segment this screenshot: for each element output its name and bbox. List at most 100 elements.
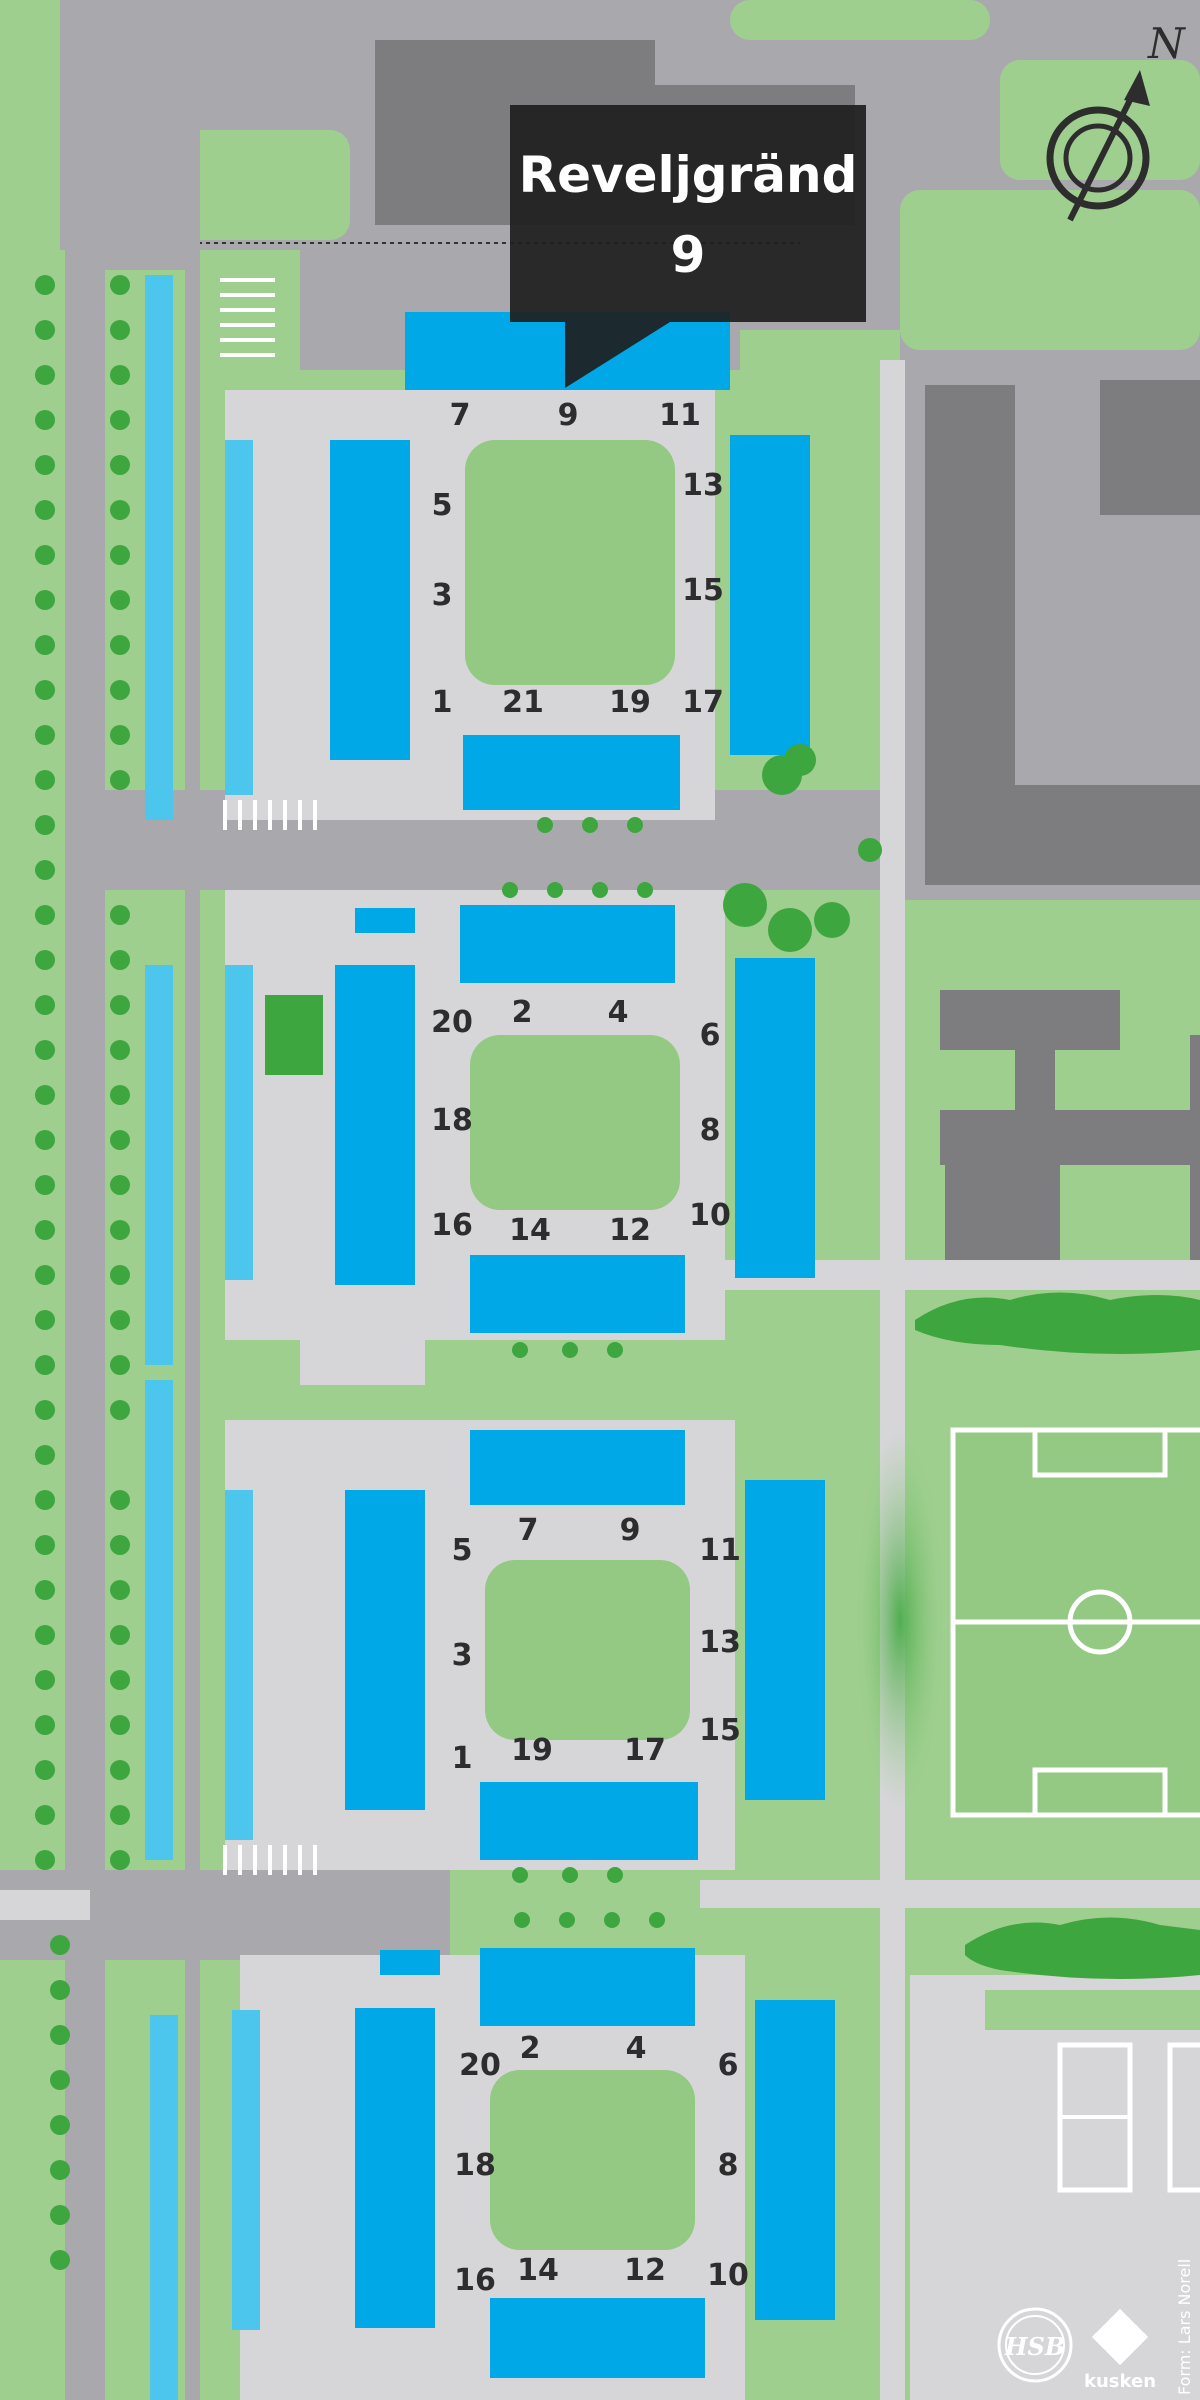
block-2-address-20: 20 bbox=[431, 1005, 473, 1040]
block-1-address-17: 17 bbox=[682, 685, 724, 720]
right-building-5 bbox=[940, 1110, 1200, 1165]
garage-6[interactable] bbox=[225, 965, 253, 1280]
small-shed-2[interactable] bbox=[380, 1950, 440, 1975]
field-penalty-bottom bbox=[1032, 1767, 1168, 1818]
right-building-2 bbox=[1015, 785, 1200, 885]
right-building-1 bbox=[925, 385, 1015, 885]
block-4-address-6: 6 bbox=[718, 2048, 739, 2083]
tree-row-right-2 bbox=[965, 1917, 1200, 1979]
field-penalty-top bbox=[1032, 1427, 1168, 1478]
block-1-address-15: 15 bbox=[682, 573, 724, 608]
right-building-4 bbox=[940, 990, 1120, 1050]
form-credit: Form: Lars Norell bbox=[1175, 2259, 1194, 2395]
cross-road-2b bbox=[0, 1890, 90, 1920]
playground[interactable] bbox=[265, 995, 323, 1075]
top-lawn-4 bbox=[900, 190, 1200, 350]
block-2-building-right[interactable] bbox=[735, 958, 815, 1278]
block-1-address-19: 19 bbox=[609, 685, 651, 720]
block-2-building-left[interactable] bbox=[335, 965, 415, 1285]
block-3 bbox=[225, 1420, 825, 1870]
block-4 bbox=[240, 1948, 835, 2400]
tree-column-left bbox=[35, 275, 130, 2270]
block-1-address-5: 5 bbox=[432, 488, 453, 523]
block-1-address-9: 9 bbox=[558, 398, 579, 433]
right-building-7 bbox=[945, 1160, 1060, 1275]
block-4-building-top[interactable] bbox=[480, 1948, 695, 2026]
compass-icon: N bbox=[1046, 19, 1186, 222]
tennis-court-2 bbox=[1167, 2042, 1200, 2193]
garage-7[interactable] bbox=[225, 1490, 253, 1840]
block-3-address-7: 7 bbox=[518, 1513, 539, 1548]
garage-3[interactable] bbox=[145, 1380, 173, 1860]
block-4-address-16: 16 bbox=[454, 2263, 496, 2298]
block-2-building-top[interactable] bbox=[460, 905, 675, 983]
field-center-circle bbox=[1067, 1589, 1133, 1655]
block-3-address-5: 5 bbox=[452, 1533, 473, 1568]
block-4-address-12: 12 bbox=[624, 2253, 666, 2288]
compass-label: N bbox=[1147, 19, 1186, 68]
right-lower-paved bbox=[910, 1975, 1200, 2400]
block-2-address-10: 10 bbox=[689, 1198, 731, 1233]
callout-number: 9 bbox=[671, 226, 706, 284]
block-4-building-bottom[interactable] bbox=[490, 2298, 705, 2378]
block-3-building-bottom[interactable] bbox=[480, 1782, 698, 1860]
block-4-building-right[interactable] bbox=[755, 2000, 835, 2320]
block-2-address-6: 6 bbox=[700, 1018, 721, 1053]
right-path-horizontal-2 bbox=[700, 1880, 1200, 1908]
block-3-address-3: 3 bbox=[452, 1638, 473, 1673]
garage-1[interactable] bbox=[145, 275, 173, 820]
block-2-address-12: 12 bbox=[609, 1213, 651, 1248]
kusken-text: kusken bbox=[1084, 2371, 1156, 2392]
block-4-address-2: 2 bbox=[520, 2031, 541, 2066]
callout-pointer bbox=[565, 322, 670, 388]
block-3-building-top[interactable] bbox=[470, 1430, 685, 1505]
block-4-address-18: 18 bbox=[454, 2148, 496, 2183]
block-3-address-9: 9 bbox=[620, 1513, 641, 1548]
block-1 bbox=[225, 312, 810, 820]
hsb-logo: HSB bbox=[997, 2307, 1073, 2383]
block-1-address-7: 7 bbox=[450, 398, 471, 433]
block-3-building-left[interactable] bbox=[345, 1490, 425, 1810]
block-3-building-right[interactable] bbox=[745, 1480, 825, 1800]
garage-4[interactable] bbox=[150, 2015, 178, 2400]
block-1-address-21: 21 bbox=[502, 685, 544, 720]
hsb-logo-text: HSB bbox=[1004, 2332, 1065, 2361]
block-3-address-11: 11 bbox=[699, 1533, 741, 1568]
block-1-address-1: 1 bbox=[432, 685, 453, 720]
right-lower-grass bbox=[985, 1990, 1200, 2030]
block-4-address-8: 8 bbox=[718, 2148, 739, 2183]
tree-clusters bbox=[502, 744, 882, 1928]
block-3-address-1: 1 bbox=[452, 1741, 473, 1776]
block-2-address-16: 16 bbox=[431, 1208, 473, 1243]
block-3-address-15: 15 bbox=[699, 1713, 741, 1748]
block-3-address-19: 19 bbox=[511, 1733, 553, 1768]
block-1-address-13: 13 bbox=[682, 468, 724, 503]
right-path-vertical bbox=[880, 360, 905, 2400]
parking-stripes bbox=[220, 278, 317, 1875]
block-4-address-20: 20 bbox=[459, 2048, 501, 2083]
address-callout[interactable]: Reveljgränd 9 bbox=[510, 105, 866, 388]
block-1-building-right[interactable] bbox=[730, 435, 810, 755]
block-1-building-bottom[interactable] bbox=[463, 735, 680, 810]
block-4-building-left[interactable] bbox=[355, 2008, 435, 2328]
block-3-address-17: 17 bbox=[624, 1733, 666, 1768]
tree-row-right-1 bbox=[915, 1292, 1200, 1354]
garage-2[interactable] bbox=[145, 965, 173, 1365]
garage-8[interactable] bbox=[232, 2010, 260, 2330]
block-2-building-bottom[interactable] bbox=[470, 1255, 685, 1333]
block-1-address-11: 11 bbox=[659, 398, 701, 433]
small-shed-1[interactable] bbox=[355, 908, 415, 933]
kusken-logo: kusken bbox=[1084, 2308, 1156, 2392]
block-2 bbox=[225, 890, 815, 1340]
top-lawn-2 bbox=[730, 0, 990, 40]
right-building-8 bbox=[1190, 1035, 1200, 1275]
block-4-address-4: 4 bbox=[626, 2031, 647, 2066]
garage-5[interactable] bbox=[225, 440, 253, 795]
grey-slab bbox=[300, 1325, 425, 1385]
block-1-building-left[interactable] bbox=[330, 440, 410, 760]
right-building-3 bbox=[1100, 380, 1200, 515]
block-2-address-18: 18 bbox=[431, 1103, 473, 1138]
block-2-address-2: 2 bbox=[512, 995, 533, 1030]
